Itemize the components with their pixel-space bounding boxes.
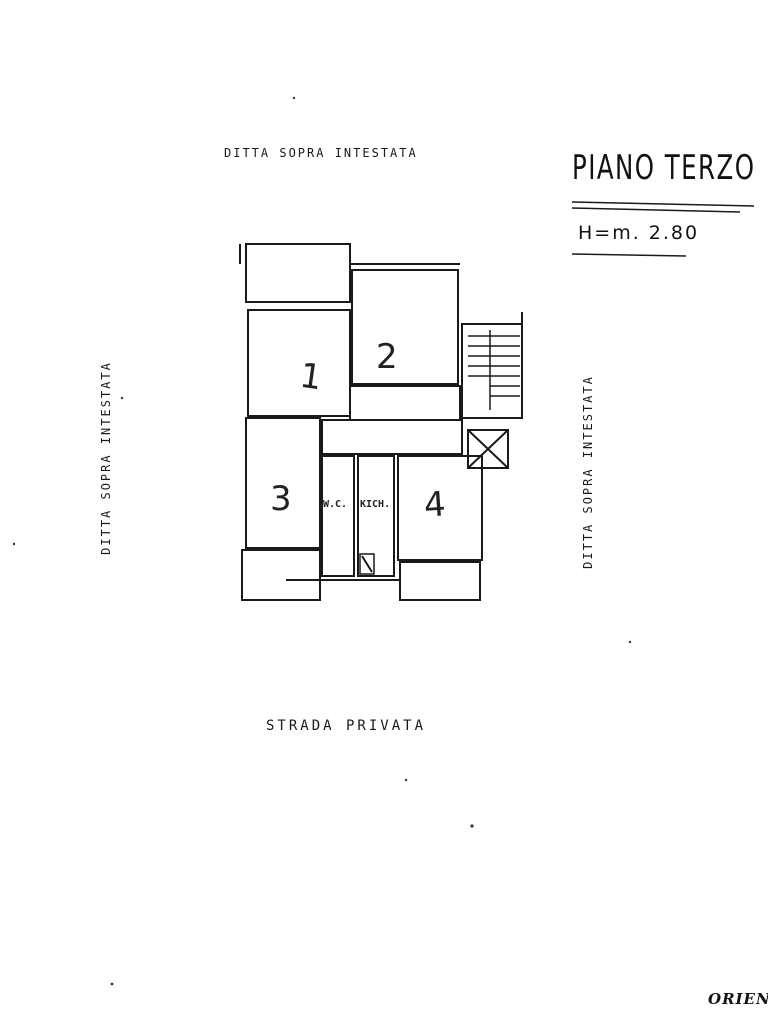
speck (628, 640, 632, 644)
plan-detail (359, 553, 375, 575)
plan-room-4 (397, 455, 483, 561)
plan-upper-left-block (245, 243, 351, 303)
plan-elevator (467, 429, 509, 469)
label-street: STRADA PRIVATA (266, 718, 427, 734)
orientation-label: ORIEN (708, 990, 768, 1008)
label-top-neighbor: DITTA SOPRA INTESTATA (224, 146, 418, 160)
plan-lower-left-block (241, 549, 321, 601)
room-number-2: 2 (376, 337, 398, 377)
label-right-neighbor: DITTA SOPRA INTESTATA (581, 375, 595, 569)
plan-room-3 (245, 417, 321, 549)
plan-lower-right-block (399, 561, 481, 601)
height-underline (571, 253, 687, 257)
floor-title: PIANO TERZO (572, 148, 756, 188)
title-underline (571, 201, 755, 207)
speck (470, 824, 474, 828)
label-left-neighbor: DITTA SOPRA INTESTATA (99, 361, 113, 555)
speck (404, 778, 408, 782)
plan-room-2 (351, 269, 459, 385)
speck (292, 96, 296, 100)
plan-stair-block (461, 323, 523, 419)
plan-detail (361, 555, 373, 573)
floor-height: H=m. 2.80 (578, 222, 700, 244)
speck (12, 542, 16, 546)
plan-hallway (321, 419, 463, 455)
plan-room-1 (247, 309, 351, 417)
title-underline (571, 207, 741, 213)
room-label-kitchen: KICH. (360, 499, 391, 510)
plan-landing (349, 385, 461, 421)
plan-wc (321, 455, 355, 577)
plan-kitchen (357, 455, 395, 577)
room-number-4: 4 (422, 484, 448, 526)
room-number-3: 3 (270, 479, 292, 519)
speck (110, 982, 114, 986)
elevator-cross (467, 429, 509, 469)
speck (120, 396, 124, 400)
room-label-wc: W.C. (323, 499, 348, 510)
